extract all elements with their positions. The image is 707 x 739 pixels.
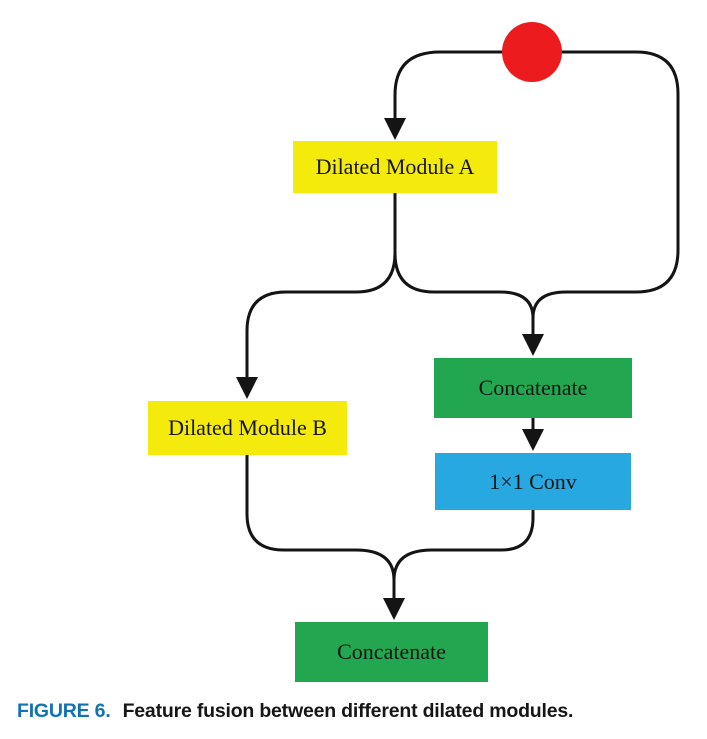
- node-concatenate-bottom-label: Concatenate: [337, 639, 446, 664]
- arrowhead-into-concat-bottom: [383, 598, 405, 620]
- arrowheads: [236, 118, 544, 620]
- node-dilated-module-a-label: Dilated Module A: [315, 154, 475, 179]
- figure-caption-number: FIGURE 6.: [17, 700, 111, 722]
- edge-module-a-to-module-b: [245, 252, 397, 378]
- node-dilated-module-b-label: Dilated Module B: [168, 415, 327, 440]
- arrowhead-into-module-b: [236, 377, 258, 399]
- node-dilated-module-b: Dilated Module B: [148, 401, 347, 455]
- figure-caption-text: Feature fusion between different dilated…: [122, 700, 574, 722]
- edge-input-to-module-a-and-concat: [393, 50, 680, 319]
- arrowhead-into-module-a: [384, 118, 406, 140]
- node-concatenate-right-label: Concatenate: [478, 375, 588, 400]
- node-concatenate-bottom: Concatenate: [295, 622, 488, 682]
- edge-lines: [245, 50, 680, 600]
- node-dilated-module-a: Dilated Module A: [293, 141, 497, 193]
- node-concatenate-right: Concatenate: [434, 358, 632, 418]
- input-node-dot: [502, 22, 562, 82]
- node-1x1-conv: 1×1 Conv: [435, 453, 631, 510]
- edge-module-a-to-concat: [393, 252, 535, 319]
- arrowhead-into-conv: [522, 429, 544, 451]
- node-1x1-conv-label: 1×1 Conv: [489, 468, 577, 494]
- edge-conv-to-concat-bottom: [392, 510, 535, 581]
- arrowhead-into-concat-right: [522, 334, 544, 356]
- edge-module-b-to-concat-bottom: [245, 455, 396, 581]
- figure-caption: FIGURE 6. Feature fusion between differen…: [17, 700, 697, 723]
